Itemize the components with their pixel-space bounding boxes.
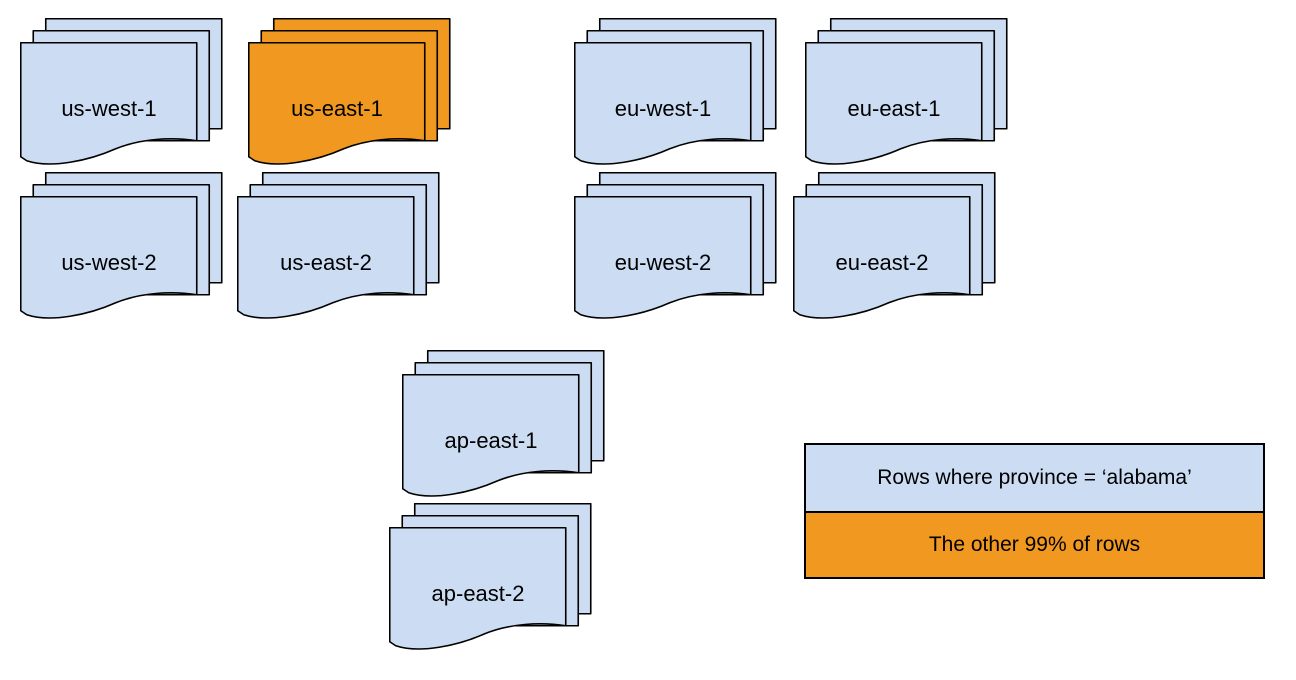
region-label: ap-east-2 <box>431 581 525 606</box>
region-label: eu-west-1 <box>614 96 712 121</box>
region-stack-us-east-1: us-east-1 <box>248 18 451 166</box>
region-stack-us-east-2: us-east-2 <box>237 172 440 320</box>
multi-document-icon <box>248 18 451 165</box>
region-label: us-west-2 <box>61 250 157 275</box>
multi-document-icon <box>805 18 1008 165</box>
multi-document-icon <box>793 172 996 319</box>
legend-label: Rows where province = ‘alabama’ <box>877 466 1192 489</box>
region-stack-eu-west-2: eu-west-2 <box>574 172 777 320</box>
region-stack-us-west-2: us-west-2 <box>20 172 223 320</box>
multi-document-icon <box>402 350 605 497</box>
multi-document-icon <box>20 172 223 319</box>
region-label: us-east-1 <box>291 96 383 121</box>
multi-document-icon <box>20 18 223 165</box>
legend-label: The other 99% of rows <box>928 533 1141 556</box>
multi-document-icon <box>574 172 777 319</box>
region-stack-ap-east-1: ap-east-1 <box>402 350 605 498</box>
legend-item-alabama-rows: Rows where province = ‘alabama’ <box>806 445 1263 511</box>
multi-document-icon <box>574 18 777 165</box>
region-label: us-east-2 <box>280 250 372 275</box>
region-label: eu-west-2 <box>614 250 712 275</box>
multi-document-icon <box>389 503 592 650</box>
region-stack-eu-east-2: eu-east-2 <box>793 172 996 320</box>
region-label: eu-east-1 <box>847 96 941 121</box>
region-label: eu-east-2 <box>835 250 929 275</box>
region-stack-eu-east-1: eu-east-1 <box>805 18 1008 166</box>
region-stack-ap-east-2: ap-east-2 <box>389 503 592 651</box>
region-stack-eu-west-1: eu-west-1 <box>574 18 777 166</box>
region-label: us-west-1 <box>61 96 157 121</box>
legend-item-other-rows: The other 99% of rows <box>806 511 1263 577</box>
legend: Rows where province = ‘alabama’ The othe… <box>804 443 1265 579</box>
multi-document-icon <box>237 172 440 319</box>
region-stack-us-west-1: us-west-1 <box>20 18 223 166</box>
region-label: ap-east-1 <box>444 428 538 453</box>
